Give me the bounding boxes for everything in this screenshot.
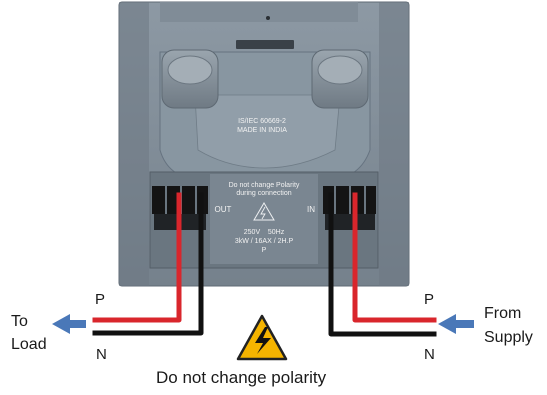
left-terminal-screw: [161, 49, 219, 109]
from-supply-label-line-2: Supply: [484, 329, 533, 346]
left-phase-label: P: [95, 291, 106, 308]
module-right-side: [379, 2, 409, 286]
load-side-wires: [92, 192, 204, 336]
terminal-panel: [210, 174, 318, 264]
supply-phase-wire: [352, 192, 437, 323]
warning-line-2: during connection: [236, 190, 291, 197]
to-load-arrow-icon: [52, 314, 86, 334]
high-voltage-warning-icon: [236, 314, 288, 361]
right-neutral-label: N: [424, 346, 435, 363]
rating-line-1: 250V 50Hz: [244, 229, 285, 236]
module-top-ridge: [160, 2, 358, 22]
polarity-caption: Do not change polarity: [156, 368, 327, 387]
switch-module-back: IS/IEC 60669-2 MADE IN INDIA OUT IN Do n…: [118, 1, 410, 287]
to-load-label-line-1: To: [11, 313, 28, 330]
right-terminal-screw: [311, 49, 369, 109]
supply-neutral-wire: [328, 192, 437, 337]
module-left-side: [119, 2, 149, 286]
right-phase-label: P: [424, 291, 435, 308]
origin-label: MADE IN INDIA: [237, 127, 287, 134]
rating-line-3: P: [262, 247, 267, 254]
left-neutral-label: N: [96, 346, 107, 363]
from-supply-label-line-1: From: [484, 305, 522, 322]
load-neutral-wire: [92, 192, 204, 336]
rating-line-2: 3kW / 16AX / 2H.P: [235, 238, 294, 245]
terminal-in-label: IN: [307, 205, 315, 214]
module-top-hole: [266, 16, 270, 20]
module-top-slot: [236, 40, 294, 49]
warning-line-1: Do not change Polarity: [229, 182, 300, 189]
terminal-out-label: OUT: [215, 205, 232, 214]
load-phase-wire: [92, 192, 182, 323]
to-load-label-line-2: Load: [11, 336, 47, 353]
rocker-bridge: [194, 94, 341, 169]
plate-warning-icon: [253, 202, 275, 221]
from-supply-arrow-icon: [438, 314, 474, 334]
supply-side-wires: [328, 192, 437, 337]
standard-label: IS/IEC 60669-2: [238, 118, 286, 125]
